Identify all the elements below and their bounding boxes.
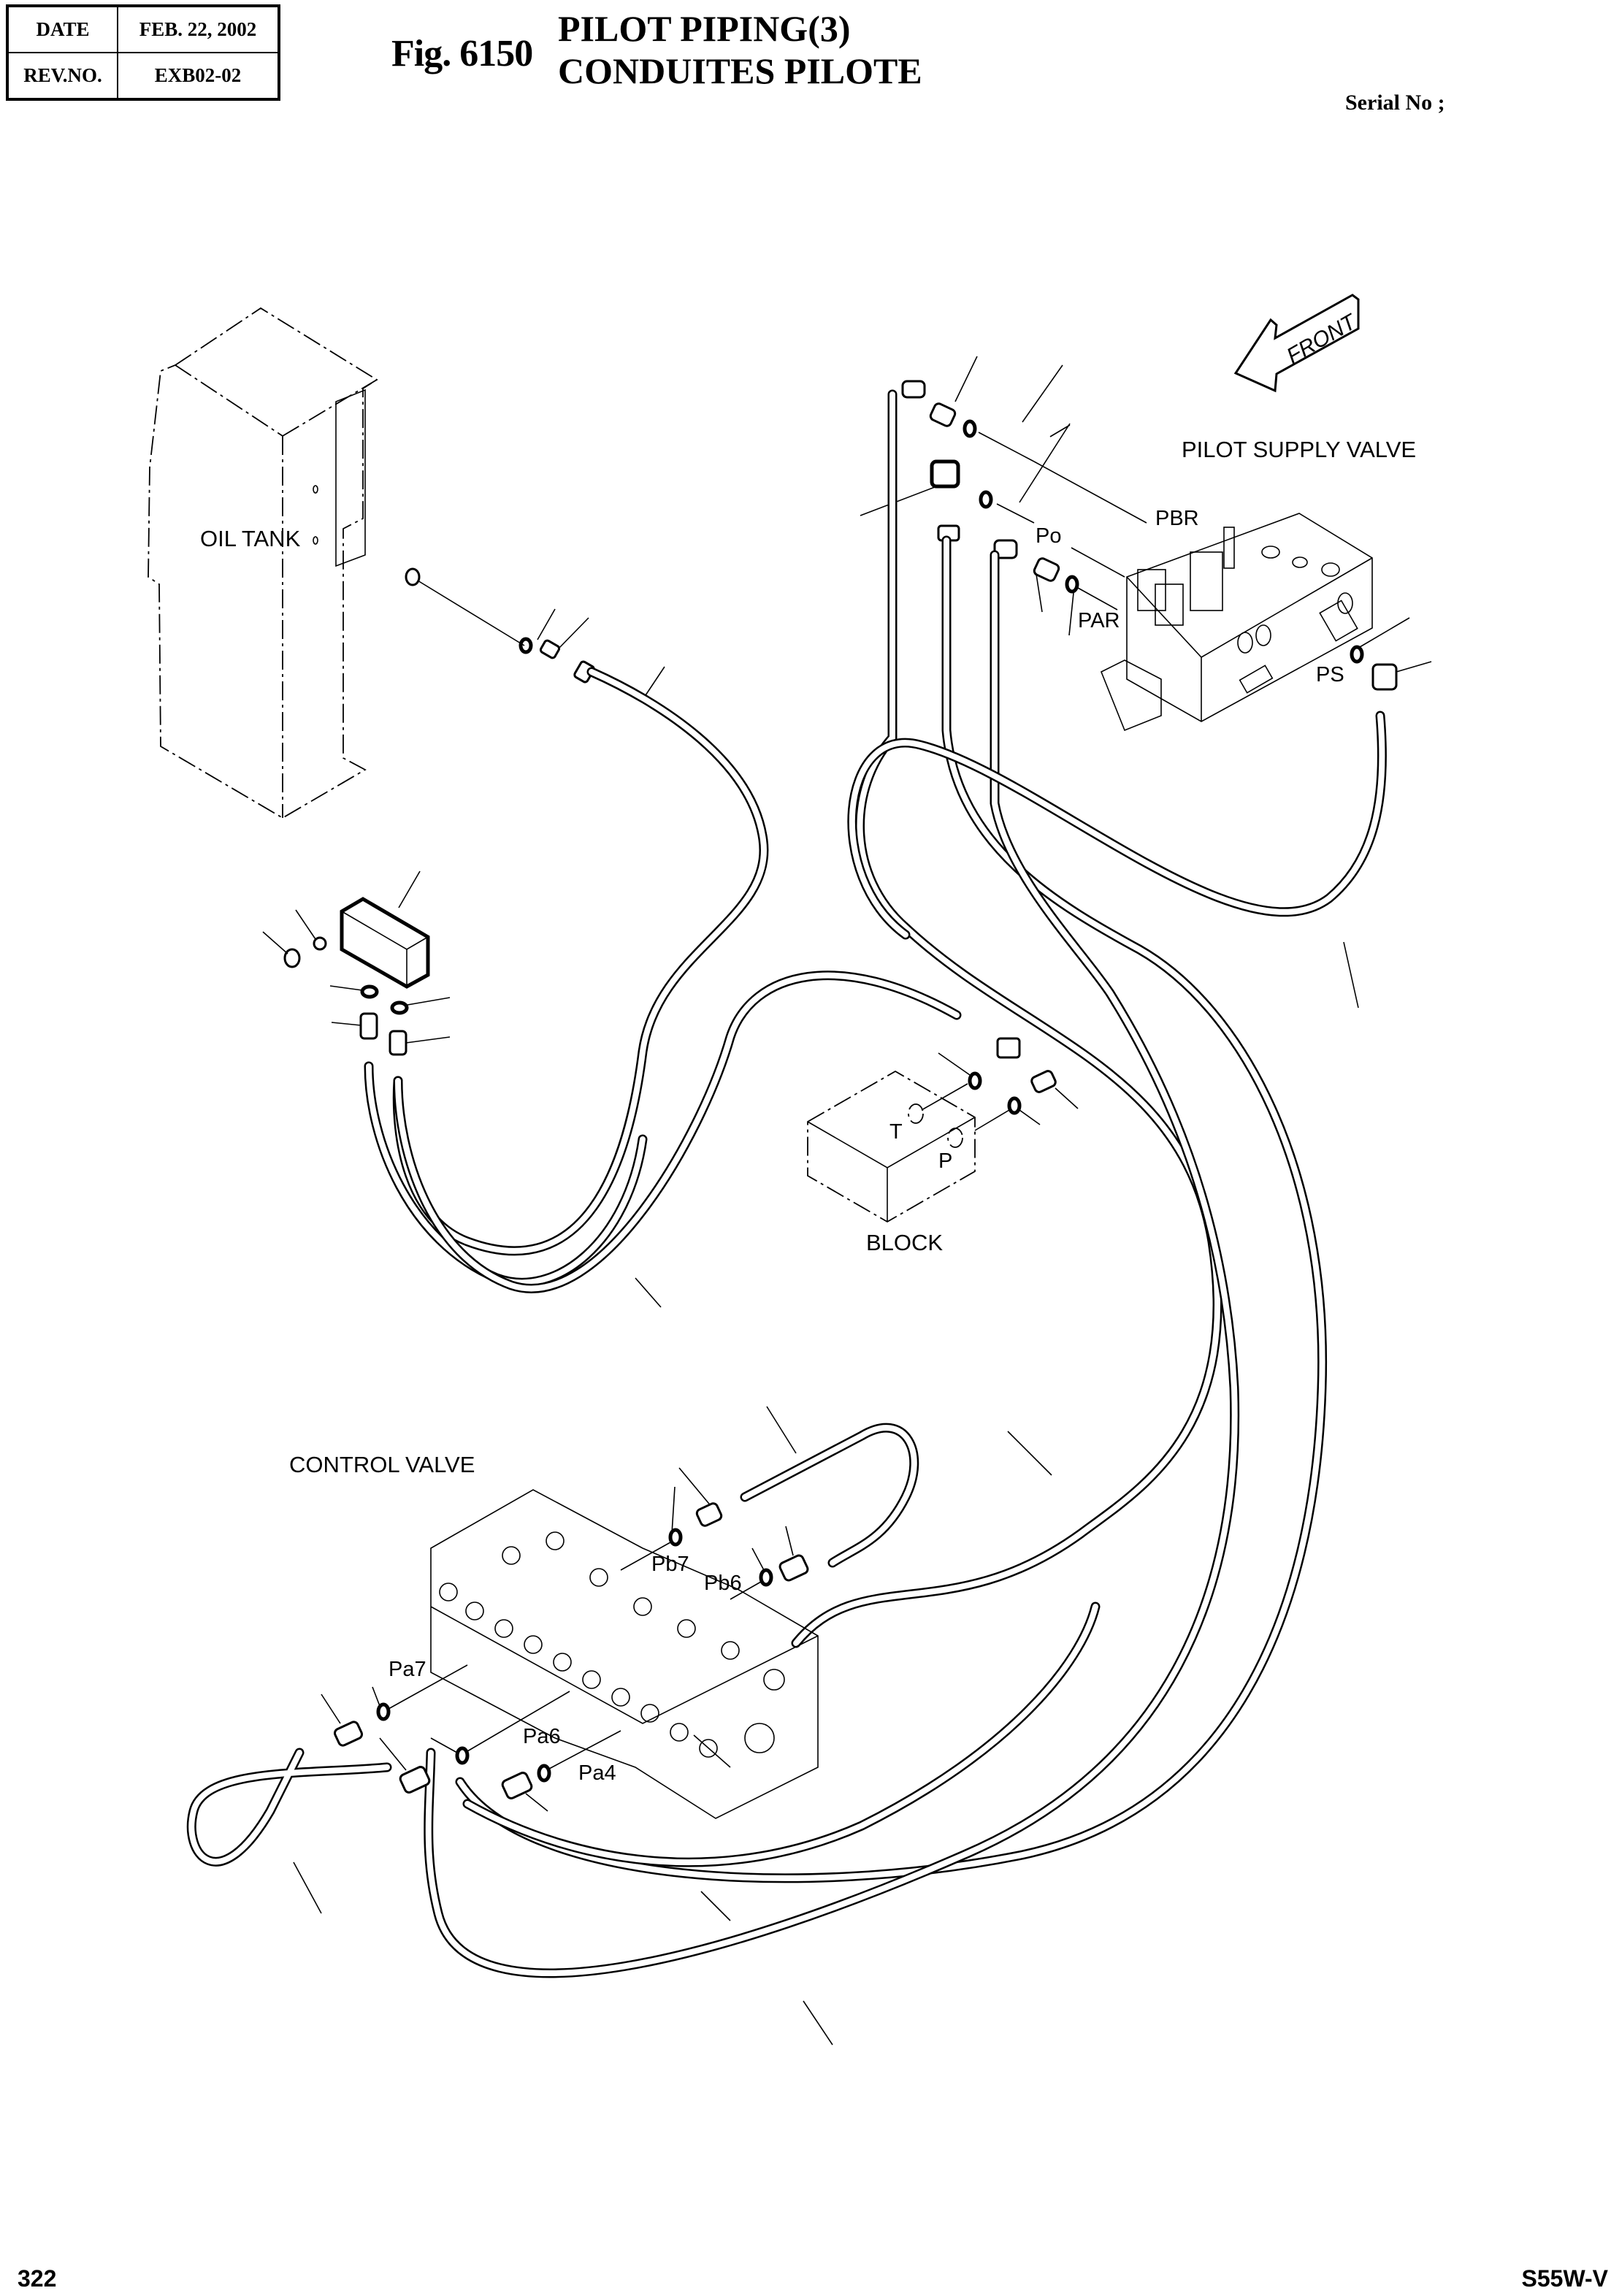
port-par-label: PAR [1078,609,1120,632]
pilot-supply-valve-label: PILOT SUPPLY VALVE [1182,437,1417,462]
page-number: 322 [18,2265,57,2292]
port-t-label: T [889,1120,903,1144]
block [807,1037,1079,1223]
hose-lower-left [186,1602,1101,2046]
front-arrow-icon [1233,294,1360,393]
control-valve [430,1489,819,1819]
port-pa6-label: Pa6 [523,1725,561,1748]
oil-tank [148,307,525,819]
revision-table: DATE FEB. 22, 2002 REV.NO. EXB02-02 [6,4,280,101]
title-english: PILOT PIPING(3) [558,8,851,49]
pilot-supply-valve [1100,513,1432,732]
port-pb6-label: Pb6 [704,1572,742,1595]
port-pb7-label: Pb7 [651,1553,689,1576]
hoses-filter-lower [364,971,962,1308]
tank-fittings [518,608,665,698]
hoses-pilot-main [424,389,1387,1978]
port-p-label: P [938,1149,953,1173]
pilot-leaders [860,356,1147,636]
filter-block [262,870,451,1056]
rev-label: REV.NO. [7,52,118,100]
block-label: BLOCK [866,1230,944,1255]
port-po-label: Po [1036,524,1062,548]
control-valve-label: CONTROL VALVE [289,1452,475,1477]
date-value: FEB. 22, 2002 [117,5,280,53]
serial-number-label: Serial No ; [1345,91,1445,115]
port-ps-label: PS [1316,663,1344,686]
port-pa7-label: Pa7 [389,1658,426,1681]
rev-value: EXB02-02 [117,52,280,100]
port-pbr-label: PBR [1155,507,1199,530]
hose-tank-return [392,667,769,1256]
control-valve-fittings [321,1467,809,1812]
title-french: CONDUITES PILOTE [558,50,922,91]
figure-number: Fig. 6150 [391,33,533,74]
hose-cv-loop [740,1406,919,1568]
oil-tank-label: OIL TANK [200,526,301,551]
model-name: S55W-V [1521,2265,1609,2292]
pilot-fittings [901,380,1079,594]
port-pa4-label: Pa4 [578,1761,616,1785]
date-label: DATE [7,5,118,53]
